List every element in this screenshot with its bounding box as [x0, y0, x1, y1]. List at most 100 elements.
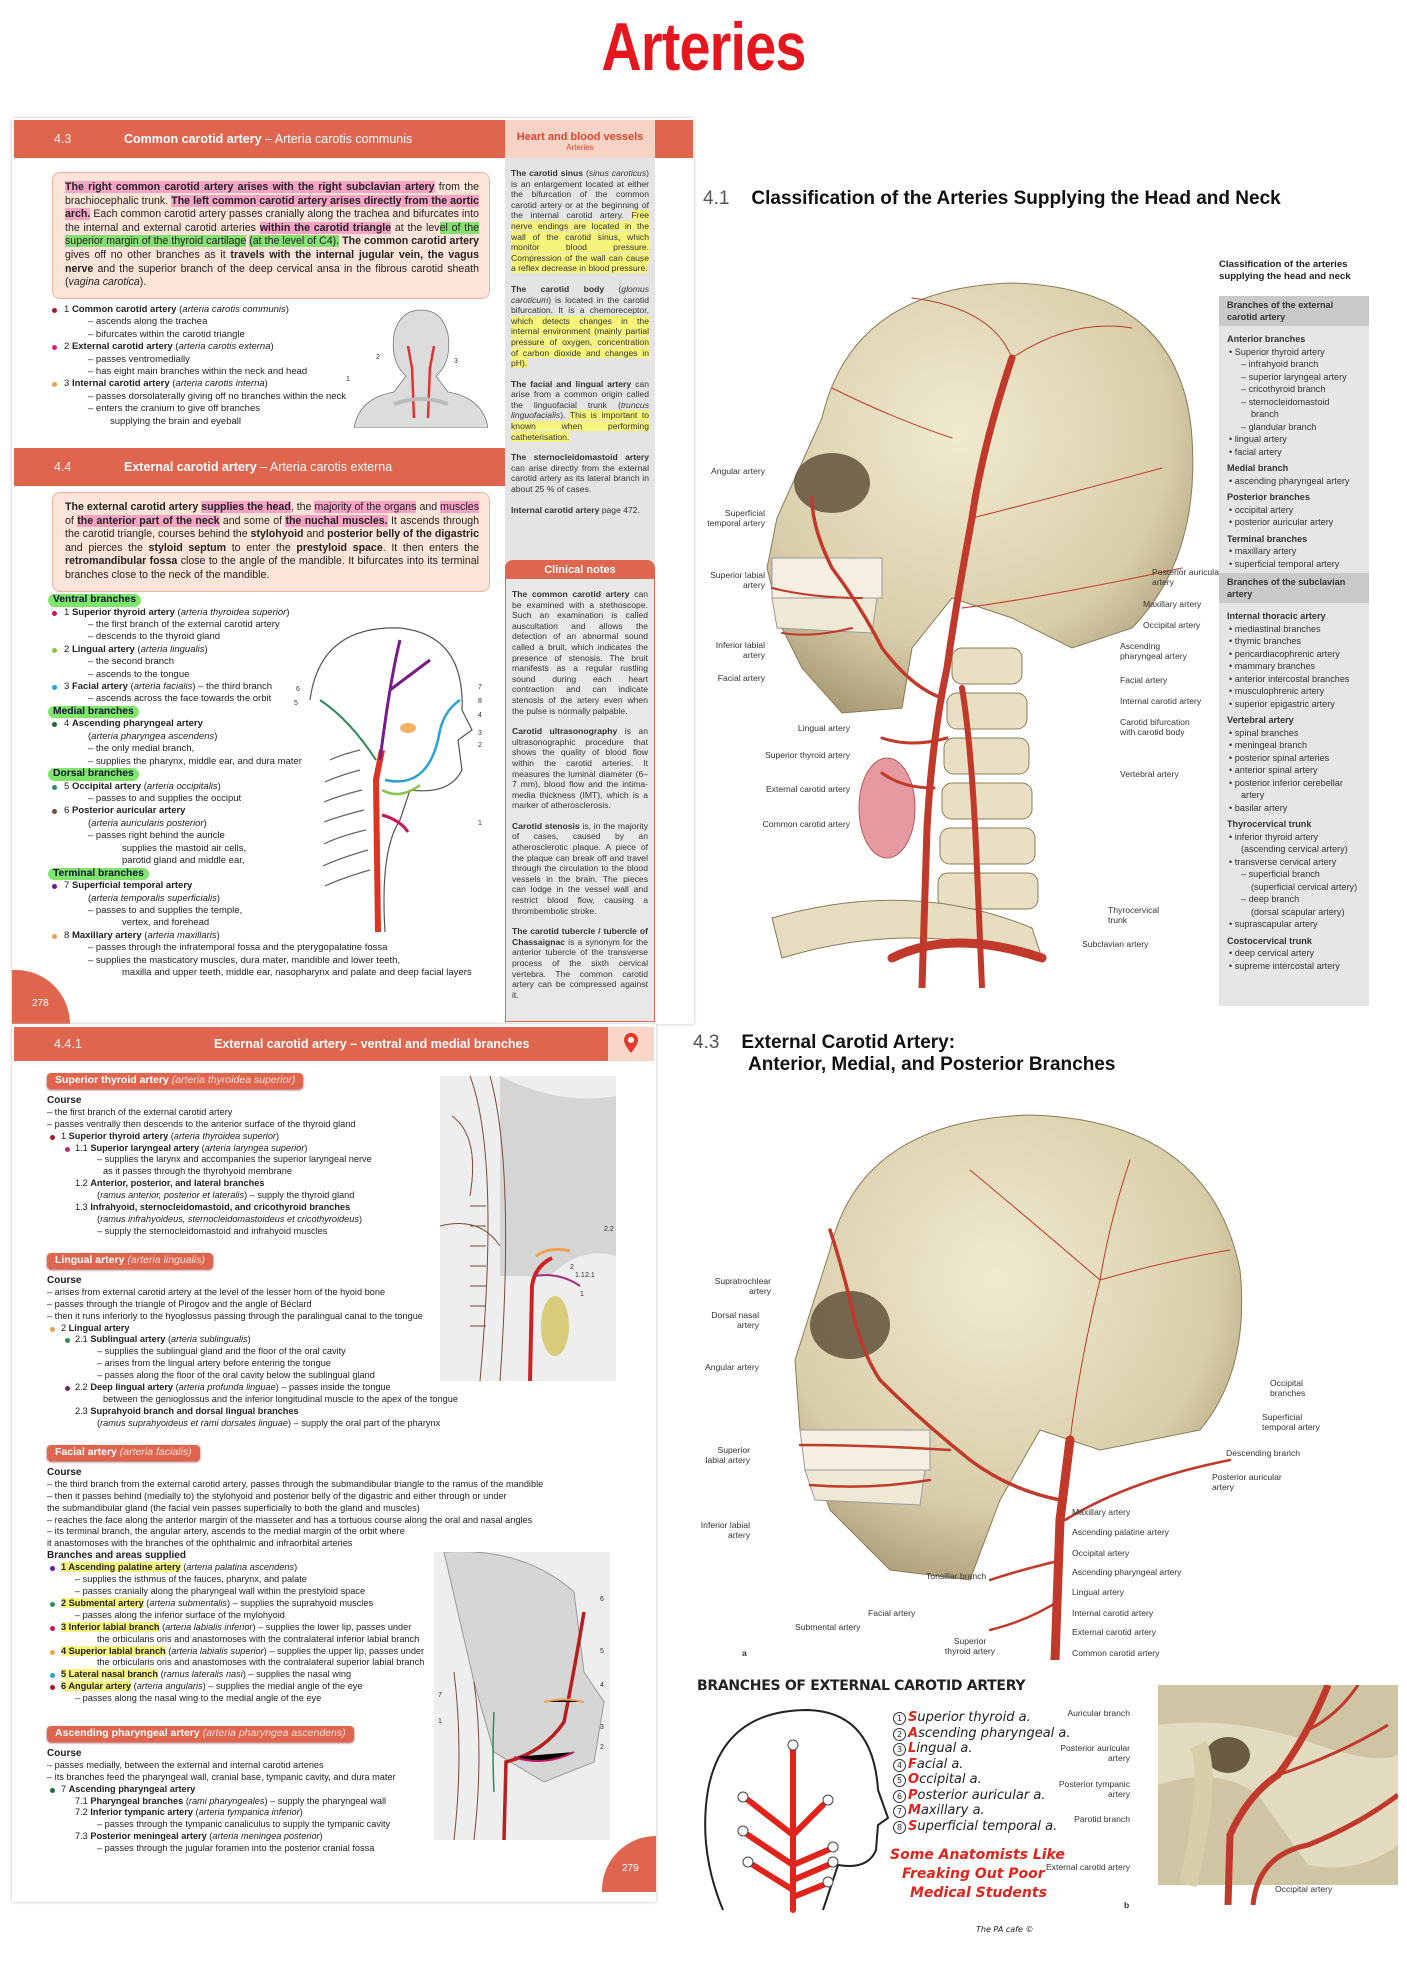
callout-7: 7 — [478, 684, 482, 691]
bullet-icon — [50, 1625, 55, 1631]
text-run: ) — [319, 1831, 323, 1842]
text-run: ( — [134, 643, 141, 655]
text-run: 7 — [64, 880, 72, 892]
text-run: arteria maxillaris — [147, 929, 217, 941]
text-run: ) – supply the pharyngeal wall — [264, 1795, 387, 1806]
text-run: Maxillary artery — [71, 929, 142, 941]
page-title: Arteries — [601, 9, 806, 85]
callout: 6 — [600, 1596, 604, 1603]
text-run: ( — [180, 1562, 187, 1573]
table-item: • thymic branches — [1229, 636, 1301, 646]
text-line: (arteria pharyngea ascendens) — [48, 731, 472, 743]
bullet-list-item: 3 Internal carotid artery (arteria carot… — [48, 378, 346, 390]
item-text: ingual a. — [916, 1741, 973, 1756]
text-run: close to the angle of the mandible. It b… — [65, 555, 479, 581]
text-run: ( — [176, 304, 183, 315]
figure-facial-artery: 6 5 4 7 1 3 2 — [434, 1552, 610, 1840]
initial-letter: O — [908, 1772, 920, 1787]
tag-name: Ascending pharyngeal artery — [55, 1727, 200, 1739]
text-run: ) is an enlargement located at either th… — [511, 168, 649, 221]
text-run: , the — [290, 501, 315, 513]
text-run: ( — [143, 1597, 150, 1608]
text-run: – passes to and supplies the temple, — [88, 904, 243, 916]
text-run: the orbicularis oris and anastomoses wit… — [97, 1633, 420, 1644]
ascending-pharyngeal-lines: – passes medially, between the external … — [47, 1760, 396, 1855]
bullet-list-item: 1 Ascending palatine artery (arteria pal… — [47, 1562, 543, 1574]
text-run: – then it passes behind (medially to) th… — [47, 1490, 507, 1501]
label-occipital-branches: Occipital branches — [1270, 1378, 1306, 1398]
number-circle-icon: 2 — [893, 1727, 906, 1741]
text-run: ramus infrahyoideus, sternocleidomastoid… — [100, 1213, 359, 1224]
group-heading: Costocervical trunk — [1227, 935, 1312, 946]
bullet-icon — [52, 685, 57, 691]
text-run: and some of — [219, 514, 286, 527]
label-inferior-labial-artery: Inferior labial artery — [700, 1520, 750, 1540]
text-run: arteria thyroidea superior — [173, 1130, 276, 1141]
bullet-list-item: 2 External carotid artery (arteria carot… — [48, 341, 346, 353]
initial-letter: S — [908, 1710, 918, 1725]
text-line: – passes along the floor of the oral cav… — [47, 1370, 458, 1382]
note-paragraph: The facial and lingual artery can arise … — [505, 379, 655, 443]
text-run: arteria meningea posterior — [212, 1831, 320, 1842]
bullet-list-item: 2.1 Sublingual artery (arteria sublingua… — [47, 1334, 458, 1346]
text-run: The common carotid artery — [512, 589, 630, 599]
text-line: – passes to and supplies the occiput — [48, 793, 472, 805]
text-run: – supplies the masticatory muscles, dura… — [88, 954, 401, 966]
text-run: ) — [294, 1562, 298, 1573]
callout-1: 1 — [478, 820, 482, 827]
table-item: – superficial branch — [1241, 869, 1320, 879]
text-run: ) – passes inside the tongue — [275, 1382, 391, 1393]
callout-2: 2 — [478, 742, 482, 749]
text-run: ( — [97, 1417, 101, 1428]
course-label: Course — [47, 1466, 82, 1478]
text-run: 1.3 — [75, 1202, 91, 1213]
text-run: arteria sublingualis — [171, 1334, 248, 1345]
table-item: artery — [1241, 790, 1265, 800]
text-line: – ascends to the tongue — [48, 669, 472, 681]
location-pin-icon[interactable] — [608, 1027, 654, 1061]
callout: 5 — [600, 1648, 604, 1655]
tag-latin: (arteria lingualis) — [127, 1254, 205, 1266]
table-item: • anterior intercostal branches — [1229, 673, 1350, 684]
text-run: posterior belly of the digastric — [327, 528, 480, 541]
text-run: of — [65, 514, 78, 527]
table-item: • supreme intercostal artery — [1229, 960, 1340, 971]
text-line: – ascends along the trachea — [48, 316, 346, 328]
text-run: – passes through the tympanic canaliculu… — [97, 1819, 391, 1830]
header-bar-end — [655, 120, 693, 158]
bullet-list-item: 7 Ascending pharyngeal artery — [47, 1784, 396, 1796]
bullet-icon — [52, 933, 57, 939]
text-run: ( — [159, 1621, 166, 1632]
bullet-list-item: 1 Superior thyroid artery (arteria thyro… — [47, 1131, 372, 1143]
text-line: – supplies the sublingual gland and the … — [47, 1346, 458, 1358]
text-run: ) – supplies the lower lip, passes under — [252, 1621, 412, 1632]
text-run: It ascends through the carotid triangle,… — [65, 514, 479, 541]
text-run: ( — [141, 929, 148, 941]
text-run: – supplies the isthmus of the fauces, ph… — [75, 1574, 307, 1585]
bullet-icon — [50, 1601, 55, 1607]
tag-latin: (arteria pharyngea ascendens) — [202, 1727, 346, 1739]
ascending-pharyngeal-section: Ascending pharyngeal artery (arteria pha… — [47, 1726, 396, 1855]
text-line: – its terminal branch, the angular arter… — [47, 1526, 543, 1538]
bullet-list-item: 1 Common carotid artery (arteria carotis… — [48, 304, 346, 316]
text-run: – the second branch — [88, 656, 175, 668]
label-posterior-auricular-artery: Posterior auricular artery — [1060, 1743, 1130, 1763]
skull-illustration-4-1 — [712, 268, 1212, 992]
text-run: can arise from a common origin called th… — [511, 378, 649, 410]
text-run: 7.3 — [75, 1831, 91, 1842]
callout-5: 5 — [294, 700, 298, 707]
label-internal-carotid-artery: Internal carotid artery — [1072, 1608, 1154, 1618]
group-heading: Terminal branches — [48, 867, 149, 881]
text-line: – arises from the lingual artery before … — [47, 1358, 458, 1370]
text-run: arteria temporalis superficialis — [91, 892, 217, 904]
text-run: arteria thyroidea superior — [180, 606, 287, 618]
number-circle-icon: 6 — [893, 1789, 906, 1803]
text-run: 2 — [64, 341, 72, 353]
text-run: ) – supplies the nasal wing — [242, 1669, 352, 1680]
text-line: 1.2 Anterior, posterior, and lateral bra… — [47, 1178, 372, 1190]
table-external-branches: Anterior branches• Superior thyroid arte… — [1219, 326, 1369, 573]
text-run: Facial artery — [71, 681, 128, 693]
